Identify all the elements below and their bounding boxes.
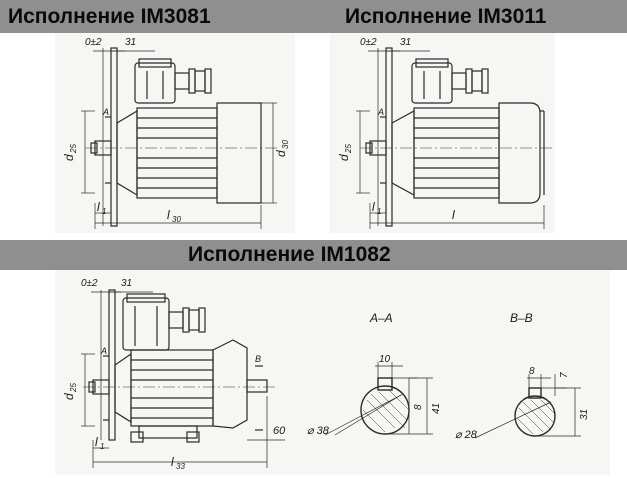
section-aa-key-width: 10 [379, 354, 391, 365]
title-band-bottom [0, 240, 627, 270]
dim-d30-label: d [274, 150, 288, 157]
dim-l33-label: l [171, 455, 174, 469]
dim-l1-label: l [95, 435, 98, 449]
title-im3081: Исполнение IM3081 [8, 5, 211, 28]
dim-l1-label: l [372, 200, 375, 214]
dim-l1-sub: 1 [102, 207, 106, 216]
drawing-im3081: 0±2 31 A d 25 d 30 l 1 l 30 [62, 37, 290, 229]
dim-gap-label: 0±2 [81, 278, 98, 289]
section-bb-title: B–B [510, 311, 533, 325]
dim-d25-label: d [62, 393, 76, 400]
section-mark-a: A [377, 107, 384, 117]
dim-d25-sub: 25 [69, 144, 78, 154]
section-aa-height: 41 [431, 403, 442, 414]
dim-l1-sub: 1 [377, 207, 381, 216]
dim-d25-label: d [62, 154, 76, 161]
title-im3011: Исполнение IM3011 [345, 5, 547, 28]
section-aa-diameter: ⌀ 38 [307, 425, 330, 437]
section-aa-key-depth: 8 [413, 404, 424, 410]
title-band-top [0, 0, 627, 33]
dim-l1-sub: 1 [100, 442, 104, 451]
dim-top-label: 31 [125, 37, 136, 48]
drawing-im3011: 0±2 31 A d 25 l 1 l [337, 37, 552, 229]
dim-l1-label: l [97, 200, 100, 214]
section-bb-key-depth: 7 [559, 372, 570, 378]
section-mark-b: B [255, 354, 261, 364]
dim-l30-sub: 30 [172, 215, 181, 224]
section-bb: B–B 8 7 31 ⌀ 28 [455, 311, 590, 441]
drawing-im1082: 0±2 31 A B d 25 l 1 l 33 60 A–A [62, 278, 590, 471]
dim-d25-label: d [337, 154, 351, 161]
section-aa-title: A–A [369, 311, 393, 325]
section-bb-diameter: ⌀ 28 [455, 429, 478, 441]
dim-l30-label: l [167, 208, 170, 222]
panel-im3011 [330, 33, 555, 233]
dim-l33-sub: 33 [176, 462, 185, 471]
dim-l-label: l [452, 208, 455, 222]
dim-d25-sub: 25 [344, 144, 353, 154]
section-bb-height: 31 [579, 409, 590, 420]
dim-gap-label: 0±2 [85, 37, 102, 48]
dim-d25-sub: 25 [69, 383, 78, 393]
section-mark-a: A [102, 107, 109, 117]
panel-im1082 [55, 270, 610, 475]
title-im1082: Исполнение IM1082 [188, 243, 391, 266]
dim-top-label: 31 [121, 278, 132, 289]
dim-d30-sub: 30 [281, 140, 290, 149]
section-aa: A–A 10 8 41 ⌀ 38 [307, 311, 442, 437]
section-bb-key-width: 8 [529, 366, 535, 377]
dim-top-label: 31 [400, 37, 411, 48]
dim-gap-label: 0±2 [360, 37, 377, 48]
dim-foot-label: 60 [273, 425, 286, 437]
section-mark-a: A [100, 346, 107, 356]
